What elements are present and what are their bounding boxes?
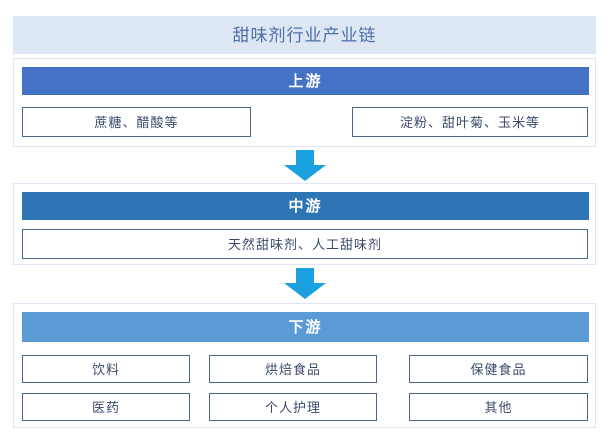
node-label: 淀粉、甜叶菊、玉米等 xyxy=(399,114,540,130)
arrow-down-icon-upstream-to-midstream xyxy=(283,150,327,182)
node-downstream-4[interactable]: 医药 xyxy=(22,393,190,421)
node-label: 饮料 xyxy=(91,361,120,377)
section-header-label-midstream: 中游 xyxy=(288,197,323,215)
section-header-midstream: 中游 xyxy=(22,192,589,220)
node-downstream-2[interactable]: 烘焙食品 xyxy=(209,355,377,383)
arrow-down-icon-midstream-to-downstream xyxy=(283,268,327,300)
node-midstream-1[interactable]: 天然甜味剂、人工甜味剂 xyxy=(22,229,588,259)
section-header-label-downstream: 下游 xyxy=(288,318,323,336)
node-label: 烘焙食品 xyxy=(264,361,321,377)
node-downstream-1[interactable]: 饮料 xyxy=(22,355,190,383)
node-downstream-3[interactable]: 保健食品 xyxy=(409,355,588,383)
node-label: 保健食品 xyxy=(470,361,527,377)
node-label: 其他 xyxy=(484,399,513,415)
node-upstream-1[interactable]: 蔗糖、醋酸等 xyxy=(22,107,251,137)
diagram-title-banner: 甜味剂行业产业链 xyxy=(13,16,596,54)
node-downstream-5[interactable]: 个人护理 xyxy=(209,393,377,421)
node-label: 蔗糖、醋酸等 xyxy=(94,114,179,130)
node-downstream-6[interactable]: 其他 xyxy=(409,393,588,421)
section-header-downstream: 下游 xyxy=(22,312,589,342)
node-label: 医药 xyxy=(91,399,120,415)
section-header-label-upstream: 上游 xyxy=(288,72,323,90)
section-header-upstream: 上游 xyxy=(22,67,589,95)
node-label: 个人护理 xyxy=(264,399,321,415)
node-label: 天然甜味剂、人工甜味剂 xyxy=(227,236,382,252)
node-upstream-2[interactable]: 淀粉、甜叶菊、玉米等 xyxy=(352,107,588,137)
diagram-title: 甜味剂行业产业链 xyxy=(232,25,377,45)
